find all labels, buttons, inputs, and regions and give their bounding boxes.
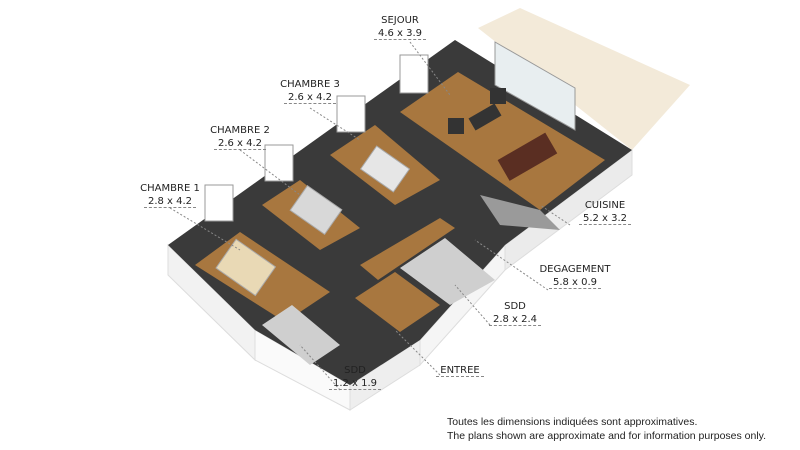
label-cuisine: CUISINE 5.2 x 3.2 <box>565 199 645 225</box>
window <box>204 184 234 222</box>
bed <box>359 145 411 193</box>
sofa <box>468 103 502 131</box>
window <box>264 144 294 182</box>
room-name: SDD <box>344 365 366 376</box>
label-sdd-small: SDD 1.2 x 1.9 <box>320 364 390 390</box>
window <box>399 54 429 94</box>
label-degagement: DEGAGEMENT 5.8 x 0.9 <box>530 263 620 289</box>
room-dims: 1.2 x 1.9 <box>328 378 382 390</box>
room-name: SEJOUR <box>381 15 419 26</box>
label-sdd-large: SDD 2.8 x 2.4 <box>480 300 550 326</box>
room-degagement-floor <box>360 218 455 280</box>
room-dims: 4.6 x 3.9 <box>373 28 427 40</box>
room-name: CHAMBRE 1 <box>140 183 200 194</box>
room-dims: 5.2 x 3.2 <box>578 213 632 225</box>
room-sejour-floor <box>400 72 605 210</box>
room-cuisine-floor <box>480 195 560 230</box>
bed <box>215 238 277 297</box>
bed <box>289 184 343 236</box>
disclaimer-fr: Toutes les dimensions indiquées sont app… <box>447 416 698 428</box>
leader-lines <box>169 41 571 391</box>
window <box>336 95 366 133</box>
room-dims: 5.8 x 0.9 <box>548 277 602 289</box>
exterior-wall-face <box>504 149 633 271</box>
label-sejour: SEJOUR 4.6 x 3.9 <box>370 14 430 40</box>
armchair <box>448 118 464 134</box>
room-entree-floor <box>355 272 440 332</box>
label-entree: ENTREE <box>425 364 495 377</box>
armchair <box>490 88 506 104</box>
room-dims: 2.8 x 2.4 <box>488 314 542 326</box>
room-dims: 2.6 x 4.2 <box>213 138 267 150</box>
room-name: DEGAGEMENT <box>539 264 611 275</box>
room-name: CUISINE <box>584 200 626 211</box>
room-name: SDD <box>504 301 526 312</box>
room-name: ENTREE <box>436 365 484 377</box>
bay-window <box>494 41 576 131</box>
room-sdd-small-floor <box>262 305 340 365</box>
disclaimer-en: The plans shown are approximate and for … <box>447 430 767 442</box>
label-chambre3: CHAMBRE 3 2.6 x 4.2 <box>270 78 350 104</box>
room-sdd-large-floor <box>400 238 495 305</box>
label-chambre2: CHAMBRE 2 2.6 x 4.2 <box>200 124 280 150</box>
room-dims: 2.8 x 4.2 <box>143 196 197 208</box>
room-dims: 2.6 x 4.2 <box>283 92 337 104</box>
room-name: CHAMBRE 2 <box>210 125 270 136</box>
label-chambre1: CHAMBRE 1 2.8 x 4.2 <box>130 182 210 208</box>
room-name: CHAMBRE 3 <box>280 79 340 90</box>
dining-table <box>497 132 558 181</box>
terrace <box>478 8 690 150</box>
disclaimer: Toutes les dimensions indiquées sont app… <box>447 415 766 443</box>
